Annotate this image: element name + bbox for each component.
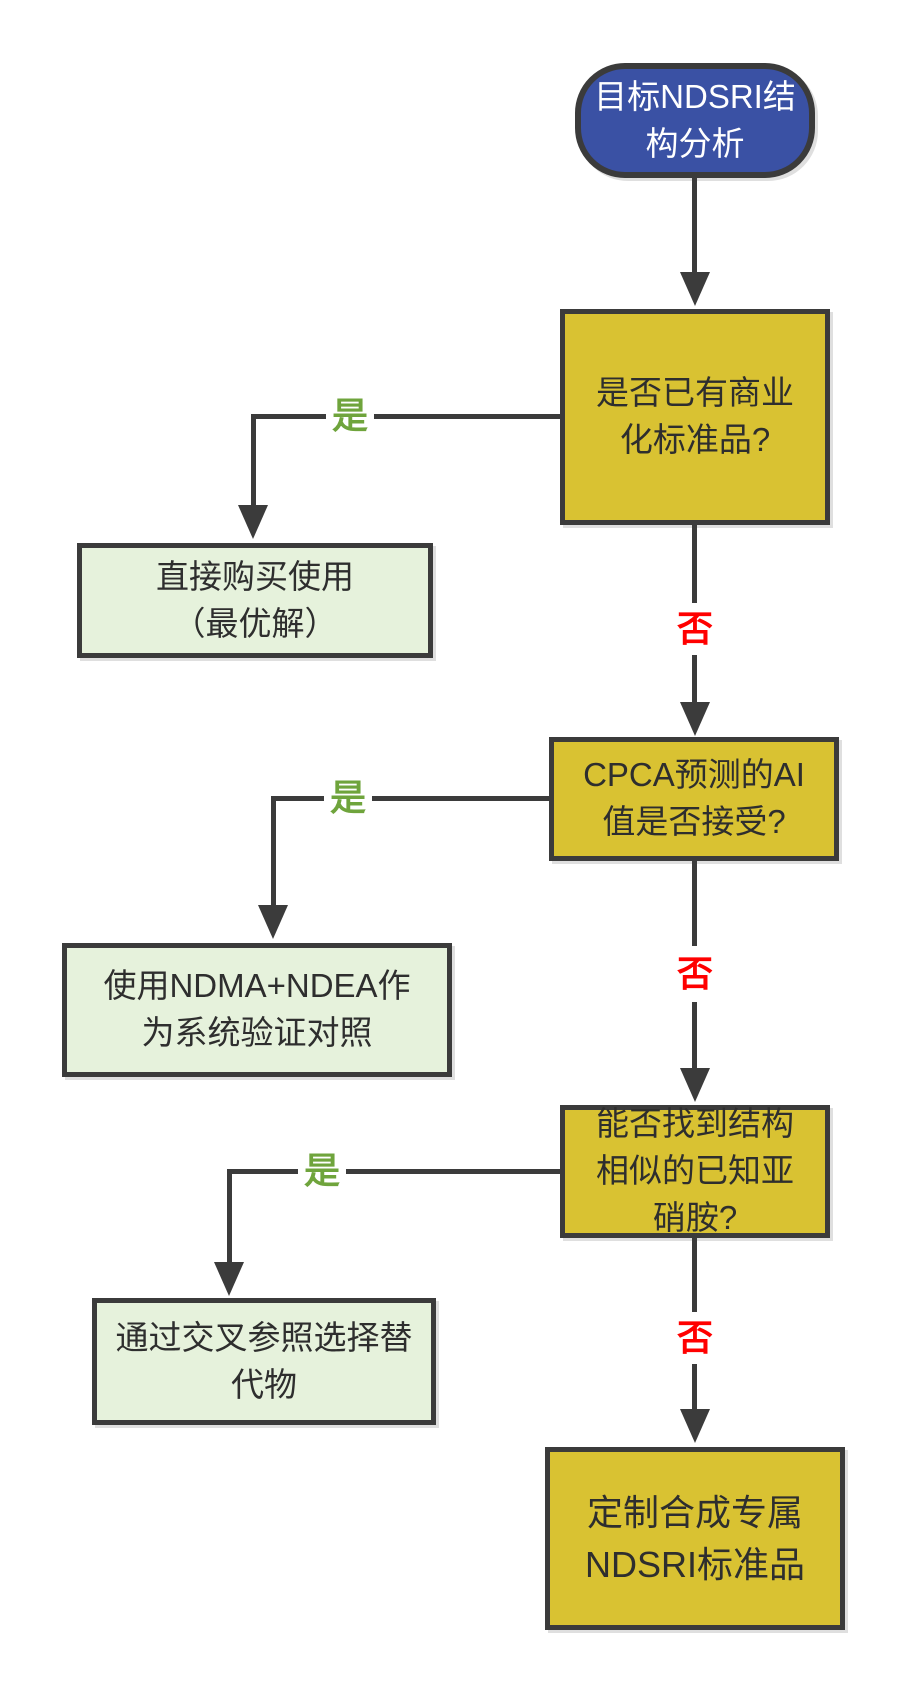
branch-label-no-2: 否 xyxy=(670,955,720,993)
arrowhead-icon xyxy=(680,1068,710,1102)
connector-start-to-d1 xyxy=(692,176,697,273)
start-node-target-ndsri-analysis: 目标NDSRI结 构分析 xyxy=(575,63,815,178)
arrowhead-icon xyxy=(680,272,710,306)
connector-d1-yes-horizontal xyxy=(251,414,560,419)
decision-commercial-standard-available: 是否已有商业 化标准品? xyxy=(560,309,830,525)
connector-d1-no-upper xyxy=(692,525,697,603)
result-use-ndma-ndea-control: 使用NDMA+NDEA作 为系统验证对照 xyxy=(62,943,452,1077)
connector-d2-yes-horizontal xyxy=(271,796,549,801)
connector-d3-no-lower xyxy=(692,1364,697,1410)
final-node-custom-synthesis-ndsri-standard: 定制合成专属 NDSRI标准品 xyxy=(545,1447,845,1630)
branch-label-no-1: 否 xyxy=(670,610,720,648)
arrowhead-icon xyxy=(214,1262,244,1296)
arrowhead-icon xyxy=(238,505,268,539)
branch-label-yes-3: 是 xyxy=(297,1152,347,1190)
connector-d3-no-upper xyxy=(692,1238,697,1312)
arrowhead-icon xyxy=(258,905,288,939)
decision-cpca-ai-acceptable: CPCA预测的AI 值是否接受? xyxy=(549,737,839,861)
connector-d2-no-lower xyxy=(692,1002,697,1069)
connector-d1-yes-vertical xyxy=(251,414,256,506)
connector-d2-no-upper xyxy=(692,861,697,946)
arrowhead-icon xyxy=(680,702,710,736)
branch-label-yes-1: 是 xyxy=(325,397,375,435)
branch-label-no-3: 否 xyxy=(670,1319,720,1357)
connector-d3-yes-vertical xyxy=(227,1169,232,1263)
branch-label-yes-2: 是 xyxy=(323,779,373,817)
connector-d1-no-lower xyxy=(692,655,697,703)
arrowhead-icon xyxy=(680,1409,710,1443)
connector-d2-yes-vertical xyxy=(271,796,276,906)
result-cross-reference-surrogate: 通过交叉参照选择替 代物 xyxy=(92,1298,436,1425)
decision-similar-known-nitrosamine: 能否找到结构 相似的已知亚 硝胺? xyxy=(560,1105,830,1238)
result-buy-directly: 直接购买使用 （最优解） xyxy=(77,543,433,658)
connector-d3-yes-horizontal xyxy=(227,1169,560,1174)
